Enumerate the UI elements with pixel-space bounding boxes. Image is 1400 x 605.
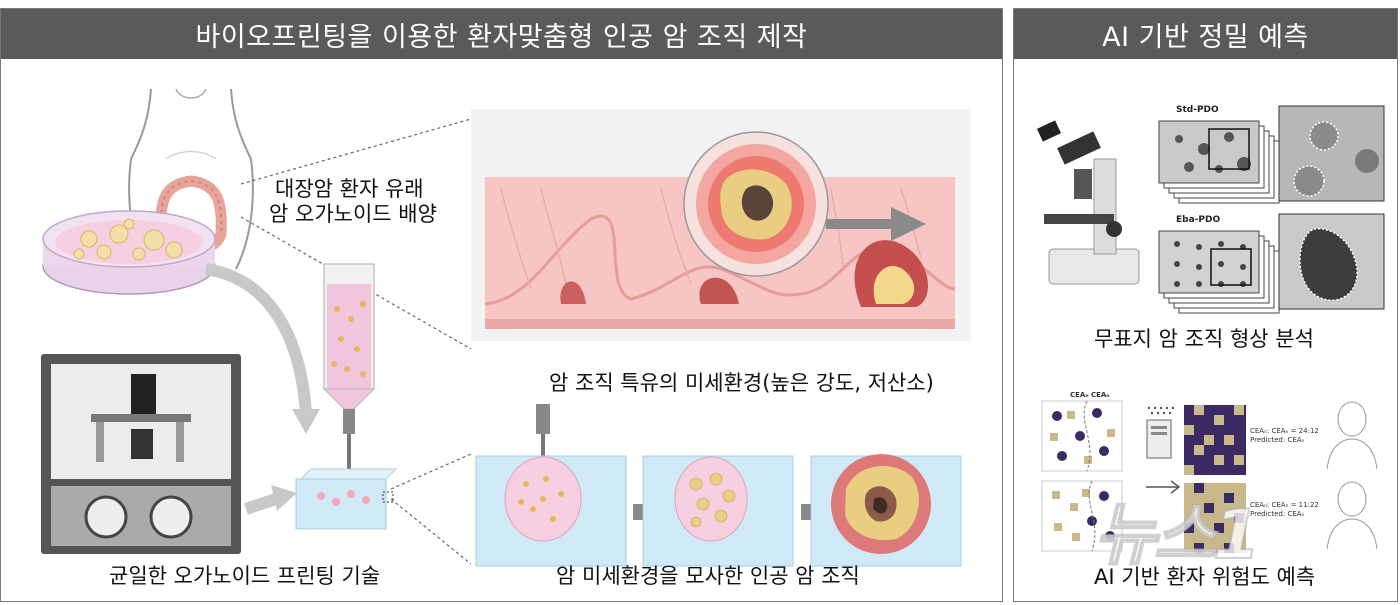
std-pdo-zoom-image bbox=[1278, 105, 1385, 202]
std-pdo-image-stack bbox=[1158, 120, 1280, 204]
patient-avatar-top bbox=[1326, 401, 1378, 470]
arrow-icon bbox=[1146, 480, 1181, 494]
syringe-illustration bbox=[322, 263, 376, 479]
legend-cea: CEAₙ CEAₙ bbox=[1070, 391, 1110, 399]
computer-tower-icon bbox=[1146, 406, 1175, 459]
prediction-text-bottom: CEAₙ: CEAₙ = 11:22 Predicted: CEAₙ bbox=[1250, 501, 1319, 519]
petri-dish-illustration bbox=[42, 210, 216, 295]
left-panel: 바이오프린팅을 이용한 환자맞춤형 인공 암 조직 제작 대장암 환자 유래 암… bbox=[0, 8, 1003, 602]
caption-organoid-printing: 균일한 오가노이드 프린팅 기술 bbox=[109, 564, 381, 588]
caption-organoid-culture: 대장암 환자 유래 암 오가노이드 배양 bbox=[269, 177, 437, 227]
patient-avatar-bottom bbox=[1326, 481, 1378, 550]
microscope-illustration bbox=[1036, 120, 1140, 285]
cea-scatter-bottom bbox=[1041, 480, 1123, 552]
heatmap-bottom bbox=[1184, 483, 1246, 553]
process-arrows bbox=[204, 263, 320, 515]
printed-tissue-sequence bbox=[475, 404, 962, 567]
news-watermark: 뉴스1 bbox=[1093, 495, 1261, 576]
bioprinter-illustration bbox=[41, 354, 241, 554]
caption-risk-prediction: AI 기반 환자 위험도 예측 bbox=[1094, 565, 1316, 589]
hydrogel-cube-illustration bbox=[295, 468, 398, 530]
left-panel-title: 바이오프린팅을 이용한 환자맞춤형 인공 암 조직 제작 bbox=[1, 9, 1002, 59]
caption-artificial-tumor: 암 미세환경을 모사한 인공 암 조직 bbox=[556, 564, 860, 588]
eba-pdo-image-stack bbox=[1158, 230, 1280, 314]
eba-pdo-zoom-image bbox=[1278, 213, 1385, 310]
heatmap-top bbox=[1184, 405, 1246, 475]
label-std-pdo: Std-PDO bbox=[1176, 105, 1219, 115]
label-eba-pdo: Eba-PDO bbox=[1176, 215, 1221, 225]
right-panel-title: AI 기반 정밀 예측 bbox=[1014, 9, 1397, 59]
caption-label-free-imaging: 무표지 암 조직 형상 분석 bbox=[1094, 327, 1314, 351]
colon-tissue-illustration bbox=[471, 109, 971, 341]
right-panel: AI 기반 정밀 예측 Std-PDO Eba-PDO bbox=[1013, 8, 1398, 602]
cea-scatter-top bbox=[1041, 400, 1123, 472]
caption-tumor-microenvironment: 암 조직 특유의 미세환경(높은 강도, 저산소) bbox=[549, 371, 934, 395]
prediction-text-top: CEAₙ: CEAₙ = 24:12 Predicted: CEAₙ bbox=[1250, 427, 1319, 445]
